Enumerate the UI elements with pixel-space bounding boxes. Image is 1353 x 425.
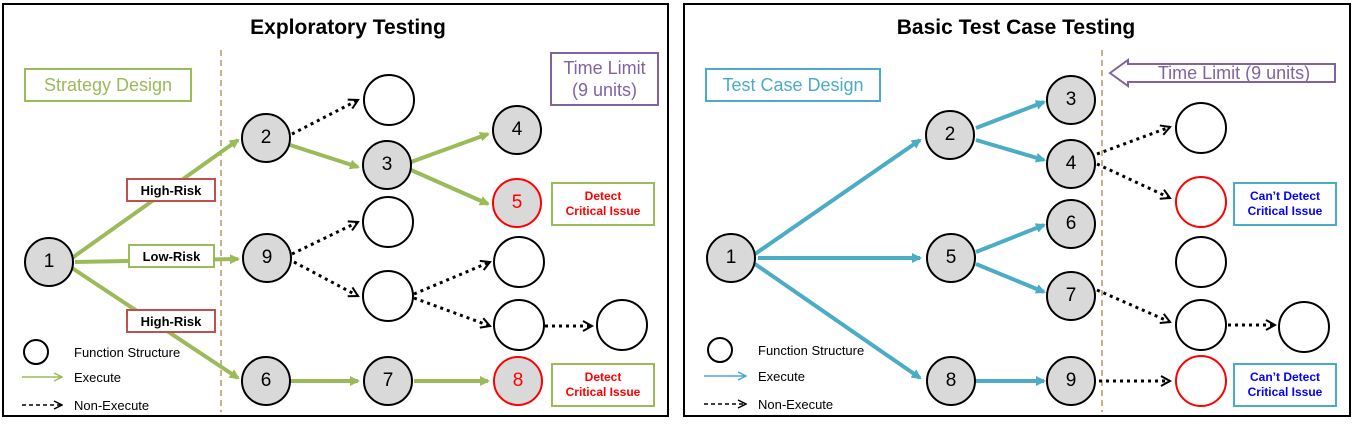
high-risk-top-badge: High-Risk (126, 178, 216, 202)
left-node-7-label: 7 (382, 370, 394, 391)
left-time-limit-box: Time Limit (9 units) (550, 52, 659, 106)
left-node-6 (241, 356, 291, 406)
right-node-6 (1046, 199, 1096, 249)
right-panel-title: Basic Test Case Testing (896, 16, 1136, 39)
right-node-empty-b (1175, 236, 1227, 288)
right-execute-edges (753, 100, 1046, 386)
left-node-1-label: 1 (43, 251, 55, 272)
left-node-empty-b (362, 196, 414, 248)
strategy-design-label: Strategy Design (24, 68, 192, 102)
right-cant-detect-top: Can’t Detect Critical Issue (1233, 182, 1337, 226)
right-cant-detect-bottom: Can’t Detect Critical Issue (1233, 363, 1337, 407)
left-legend-execute: Execute (74, 370, 121, 385)
right-legend-non-execute: Non-Execute (758, 397, 834, 412)
right-node-empty-c (1175, 299, 1227, 351)
left-node-6-label: 6 (260, 370, 272, 391)
right-node-1-label: 1 (725, 247, 737, 268)
left-node-empty-a (363, 74, 415, 126)
right-legend-execute: Execute (758, 369, 805, 384)
left-legend-graphics (22, 339, 62, 405)
right-node-1 (706, 233, 756, 283)
right-node-3-label: 3 (1065, 89, 1077, 110)
edge-3-5 (410, 168, 490, 206)
left-node-2-label: 2 (260, 127, 272, 148)
right-node-4 (1046, 139, 1096, 189)
right-node-2-label: 2 (944, 124, 956, 145)
left-legend-structure: Function Structure (74, 345, 181, 360)
left-panel-title: Exploratory Testing (250, 16, 446, 39)
right-node-8 (926, 356, 976, 406)
legend-circle-icon (23, 339, 49, 365)
left-node-5 (492, 178, 542, 228)
left-node-8-label: 8 (512, 370, 524, 391)
left-node-5-label: 5 (511, 192, 523, 213)
left-node-3-label: 3 (381, 154, 393, 175)
time-limit-arrow-shape (1108, 58, 1336, 88)
right-node-9 (1046, 356, 1096, 406)
right-legend-structure: Function Structure (758, 343, 865, 358)
right-node-7 (1046, 271, 1096, 321)
left-node-9 (242, 233, 292, 283)
left-node-empty-f (596, 299, 648, 351)
right-nodes (706, 75, 1330, 407)
right-node-empty-d (1278, 301, 1330, 353)
right-node-5-label: 5 (945, 247, 957, 268)
right-node-8-label: 8 (945, 370, 957, 391)
high-risk-bottom-badge: High-Risk (126, 309, 216, 333)
left-detect-issue-bottom: Detect Critical Issue (551, 363, 655, 407)
left-node-8 (493, 356, 543, 406)
edge-3-4 (410, 132, 490, 164)
left-detect-issue-top: Detect Critical Issue (551, 182, 655, 226)
right-node-empty-red-b (1175, 355, 1227, 407)
right-node-4-label: 4 (1065, 153, 1077, 174)
right-node-5 (926, 233, 976, 283)
right-node-2 (925, 110, 975, 160)
left-node-9-label: 9 (261, 247, 273, 268)
left-node-3 (362, 140, 412, 190)
left-node-7 (363, 356, 413, 406)
right-node-6-label: 6 (1065, 213, 1077, 234)
left-non-execute-edges (291, 98, 592, 326)
right-node-3 (1046, 75, 1096, 125)
left-node-2 (241, 113, 291, 163)
right-time-limit-label: Time Limit (9 units) (1157, 62, 1311, 83)
right-node-9-label: 9 (1065, 370, 1077, 391)
left-node-empty-d (362, 270, 414, 322)
left-nodes (24, 74, 648, 406)
right-non-execute-edges (1096, 127, 1275, 381)
left-node-4-label: 4 (511, 119, 523, 140)
right-node-7-label: 7 (1065, 285, 1077, 306)
edge-2-3 (289, 143, 360, 170)
right-legend-graphics (704, 337, 746, 404)
left-node-1 (24, 237, 74, 287)
left-legend-non-execute: Non-Execute (74, 398, 150, 413)
left-node-4 (492, 105, 542, 155)
right-node-empty-a (1175, 102, 1227, 154)
left-node-empty-e (493, 299, 545, 351)
right-node-empty-red-a (1175, 176, 1227, 228)
test-case-design-label: Test Case Design (705, 68, 881, 102)
left-node-empty-c (493, 236, 545, 288)
low-risk-badge: Low-Risk (128, 244, 215, 268)
